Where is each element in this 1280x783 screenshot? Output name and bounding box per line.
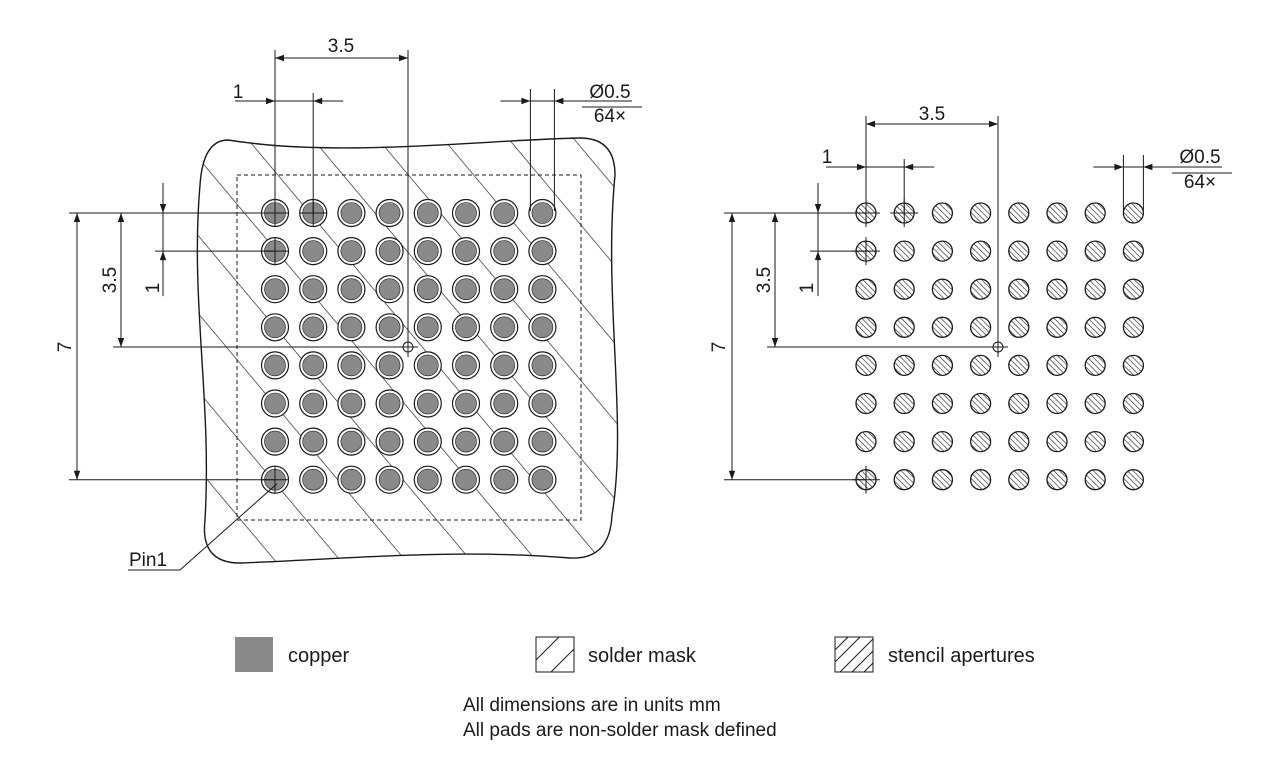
right-stencil-view: 3.5 1 Ø0.5 64× 3.5 1 7	[709, 104, 1232, 494]
left-dimensions	[69, 50, 642, 571]
stencil-aperture	[931, 354, 954, 377]
stencil-aperture	[969, 469, 992, 491]
solder-mask-outline	[196, 137, 619, 564]
left-land-pattern-view: 3.5 1 Ø0.5 64× 3.5 1 7 Pin1	[55, 36, 642, 571]
right-dimension-labels: 3.5 1 Ø0.5 64× 3.5 1 7	[709, 104, 1221, 352]
right-dimensions	[724, 116, 1232, 494]
stencil-aperture	[1122, 469, 1145, 491]
stencil-aperture	[893, 316, 915, 338]
stencil-aperture	[931, 278, 954, 300]
legend-copper-label: copper	[288, 645, 349, 667]
stencil-aperture	[893, 392, 915, 415]
left-v-full-label: 7	[55, 342, 76, 353]
legend-item-solder-mask: solder mask	[535, 636, 697, 673]
legend-item-stencil: stencil apertures	[834, 636, 1035, 673]
solder-mask-swatch	[535, 636, 575, 673]
stencil-aperture	[1046, 469, 1068, 491]
stencil-aperture	[931, 202, 954, 224]
left-v-pitch-label: 1	[143, 283, 164, 294]
right-v-full-label: 7	[709, 342, 730, 353]
stencil-aperture	[893, 278, 915, 300]
stencil-aperture	[969, 316, 992, 338]
left-diameter-label: Ø0.5	[589, 82, 630, 103]
left-v-half-label: 3.5	[100, 267, 121, 293]
stencil-aperture	[1084, 316, 1106, 338]
stencil-aperture	[1008, 278, 1030, 300]
stencil-aperture	[1046, 202, 1068, 224]
stencil-aperture	[1084, 469, 1106, 491]
stencil-aperture	[855, 354, 877, 377]
stencil-aperture	[855, 278, 877, 300]
copper-pad-grid	[260, 198, 557, 494]
stencil-aperture	[1122, 240, 1145, 262]
stencil-aperture	[1008, 469, 1030, 491]
stencil-aperture	[931, 430, 954, 453]
stencil-aperture	[1122, 202, 1145, 224]
stencil-aperture	[855, 392, 877, 415]
stencil-aperture	[1122, 354, 1145, 377]
left-dimension-labels: 3.5 1 Ø0.5 64× 3.5 1 7 Pin1	[55, 36, 631, 571]
stencil-aperture	[1084, 202, 1106, 224]
stencil-aperture	[855, 316, 877, 338]
stencil-aperture	[1122, 430, 1145, 453]
stencil-aperture	[893, 354, 915, 377]
stencil-aperture	[1084, 278, 1106, 300]
stencil-aperture	[931, 316, 954, 338]
stencil-aperture	[1084, 430, 1106, 453]
stencil-aperture	[1084, 240, 1106, 262]
legend-stencil-label: stencil apertures	[888, 645, 1035, 667]
stencil-aperture	[1008, 202, 1030, 224]
legend: copper solder mask stencil apertures	[235, 636, 1035, 673]
stencil-aperture	[1046, 240, 1068, 262]
stencil-swatch	[834, 636, 874, 673]
stencil-aperture	[969, 202, 992, 224]
stencil-aperture	[969, 430, 992, 453]
stencil-aperture	[931, 469, 954, 491]
stencil-aperture	[1008, 316, 1030, 338]
stencil-aperture	[931, 240, 954, 262]
left-count-label: 64×	[594, 106, 626, 127]
right-count-label: 64×	[1184, 172, 1216, 193]
note-pads: All pads are non-solder mask defined	[463, 720, 777, 741]
stencil-aperture	[1046, 392, 1068, 415]
stencil-aperture	[1046, 278, 1068, 300]
stencil-aperture	[1046, 354, 1068, 377]
right-span-label: 3.5	[919, 104, 945, 125]
stencil-aperture	[1046, 316, 1068, 338]
stencil-aperture	[1008, 240, 1030, 262]
stencil-aperture	[893, 430, 915, 453]
right-v-pitch-label: 1	[797, 283, 818, 294]
stencil-aperture	[969, 278, 992, 300]
left-span-label: 3.5	[328, 36, 354, 57]
stencil-aperture	[1008, 354, 1030, 377]
stencil-aperture	[1122, 278, 1145, 300]
stencil-aperture-grid	[855, 202, 1145, 491]
legend-item-copper: copper	[235, 637, 349, 672]
stencil-aperture	[1122, 316, 1145, 338]
stencil-aperture	[969, 354, 992, 377]
right-pitch-label: 1	[822, 147, 833, 168]
stencil-aperture	[893, 240, 915, 262]
copper-swatch	[235, 637, 273, 672]
stencil-aperture	[1008, 430, 1030, 453]
right-diameter-label: Ø0.5	[1179, 147, 1220, 168]
stencil-aperture	[931, 392, 954, 415]
stencil-aperture	[893, 469, 915, 491]
stencil-aperture	[1084, 392, 1106, 415]
right-v-half-label: 3.5	[754, 267, 775, 293]
stencil-aperture	[855, 430, 877, 453]
pin1-label: Pin1	[129, 550, 167, 571]
stencil-aperture	[1008, 392, 1030, 415]
stencil-aperture	[1046, 430, 1068, 453]
stencil-aperture	[969, 392, 992, 415]
left-pitch-label: 1	[233, 82, 244, 103]
stencil-aperture	[1084, 354, 1106, 377]
stencil-aperture	[1122, 392, 1145, 415]
note-units: All dimensions are in units mm	[463, 695, 721, 716]
stencil-aperture	[969, 240, 992, 262]
legend-solder-mask-label: solder mask	[588, 645, 697, 667]
